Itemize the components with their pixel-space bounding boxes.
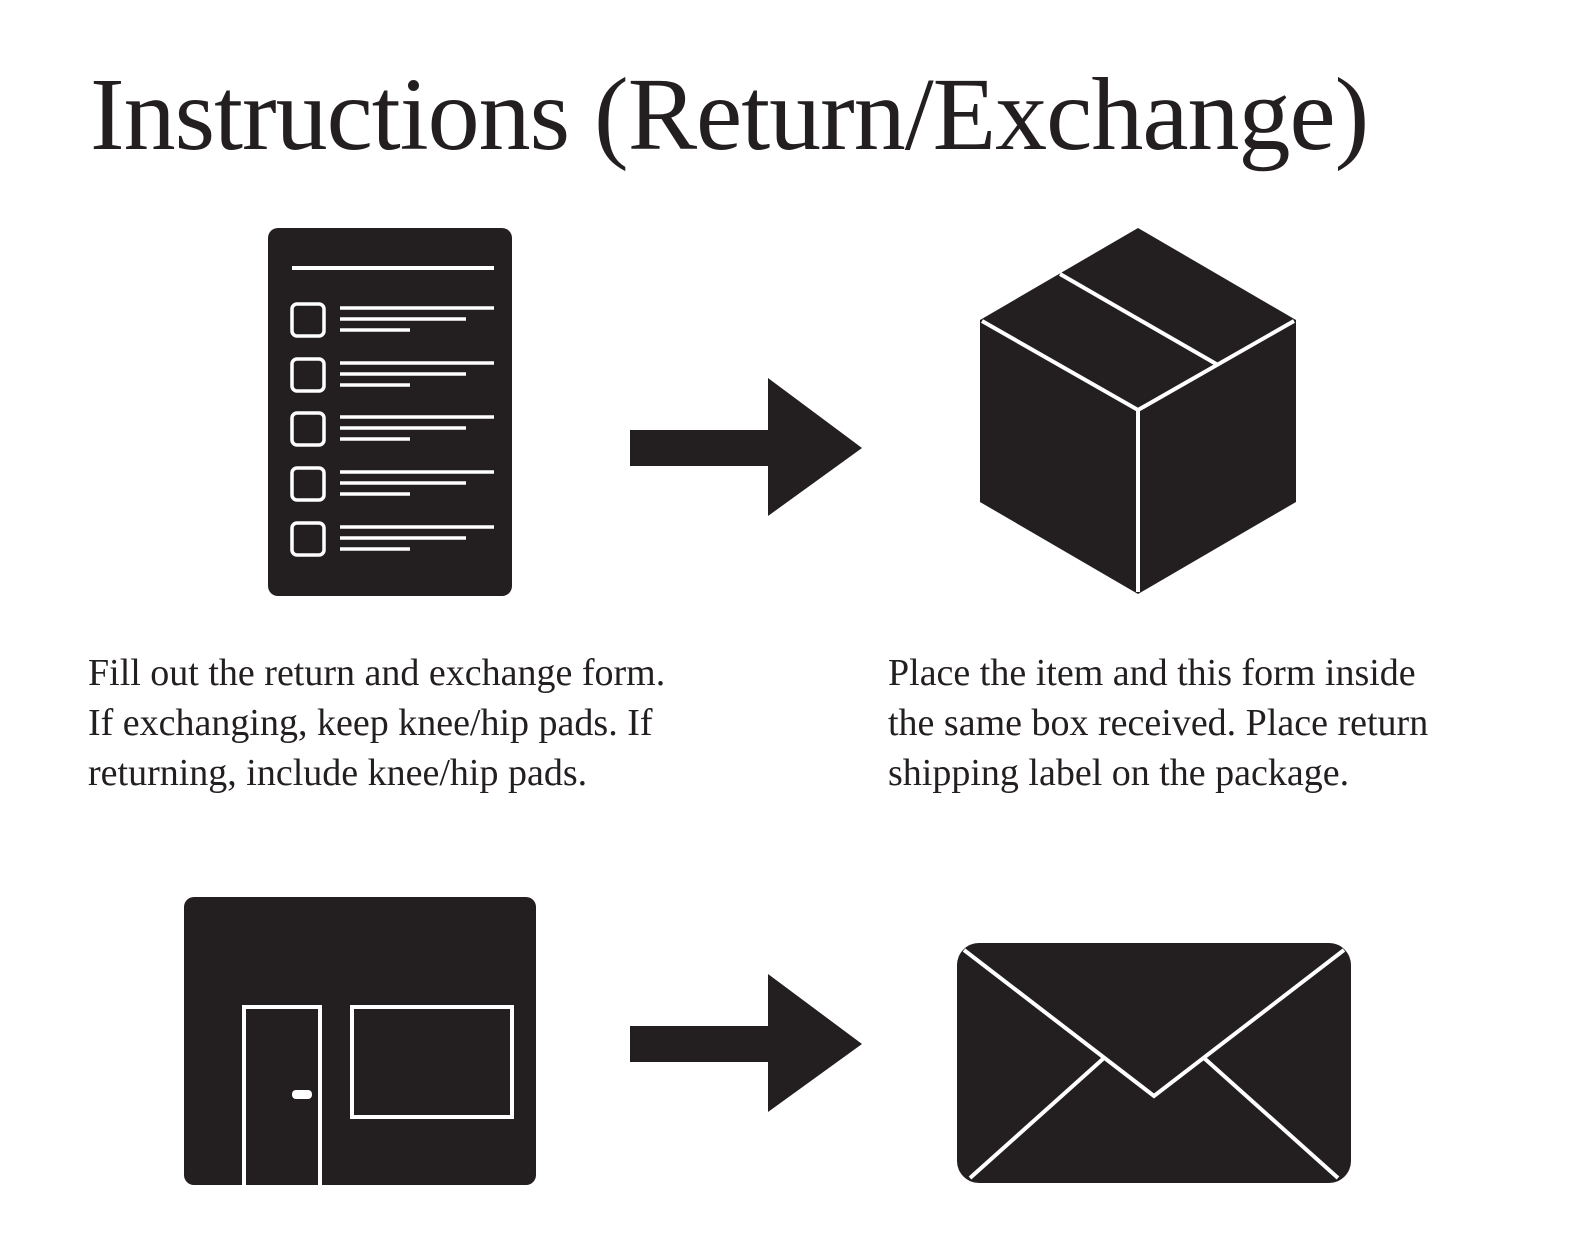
- checklist-row-icon: [290, 411, 494, 447]
- checklist-row-icon: [290, 521, 494, 557]
- checklist-form-icon: [268, 228, 512, 596]
- envelope-icon: [957, 943, 1351, 1183]
- post-office-icon: [184, 897, 536, 1187]
- checklist-row-icon: [290, 466, 494, 502]
- checklist-row-icon: [290, 357, 494, 393]
- right-arrow-icon: [630, 378, 862, 516]
- shipping-box-icon: [980, 228, 1296, 594]
- step-2-caption: Place the item and this form inside the …: [888, 652, 1429, 794]
- page-title: Instructions (Return/Exchange): [90, 57, 1369, 172]
- right-arrow-icon: [630, 974, 862, 1112]
- step-1-caption: Fill out the return and exchange form. I…: [88, 652, 666, 794]
- checklist-row-icon: [290, 302, 494, 338]
